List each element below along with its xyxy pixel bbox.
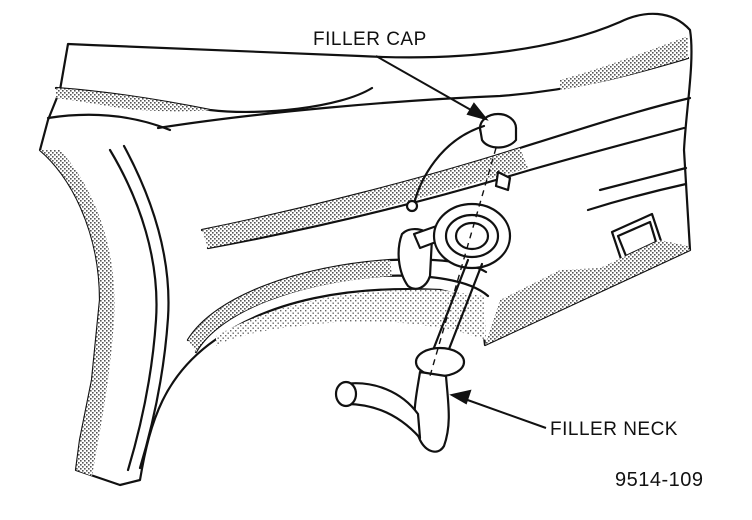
shade-lower: [216, 289, 486, 346]
figure-number: 9514-109: [615, 469, 704, 491]
filler-neck-label: FILLER NECK: [550, 419, 678, 440]
neck-leader: [461, 397, 547, 429]
shade-upper: [560, 36, 688, 90]
cap-leader: [375, 55, 479, 115]
shade-belt: [202, 148, 528, 248]
cap-tether: [412, 124, 486, 206]
neck-arrowhead: [449, 389, 472, 405]
quarter-panel-outline: [38, 12, 693, 487]
belt-line: [200, 96, 692, 232]
filler-cap-label: FILLER CAP: [313, 29, 427, 50]
neck-hose: [413, 370, 450, 453]
pillar-edge: [108, 148, 158, 472]
shade-rear: [485, 240, 690, 345]
cap-arrowhead: [466, 102, 489, 121]
shade-roof: [56, 88, 210, 112]
shade-pillar: [40, 150, 115, 476]
shade-wheel: [188, 260, 392, 352]
